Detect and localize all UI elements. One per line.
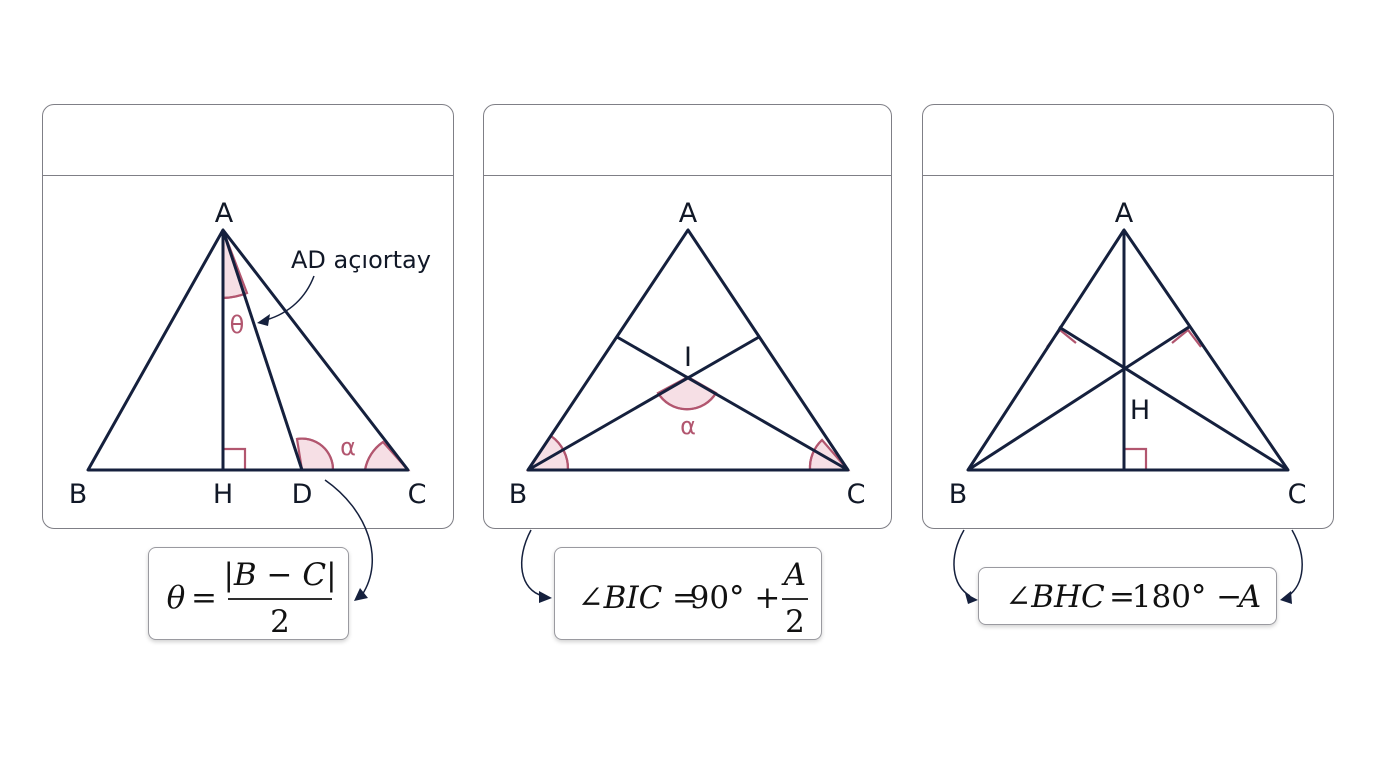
formula-3: ∠BHC = 180° − A <box>1005 579 1261 615</box>
formula1-numerator: |B − C| <box>223 557 336 593</box>
annotation-arrowhead <box>257 314 270 326</box>
formula3-rhs: 180° − <box>1132 579 1243 615</box>
panel-orthocenter <box>922 104 1334 529</box>
triangle-abc-1 <box>86 228 410 472</box>
vertex-label-a3: A <box>1115 198 1134 229</box>
angle-arc-adc <box>296 437 335 471</box>
vertex-label-h: H <box>213 479 233 510</box>
vertex-label-a: A <box>215 198 234 229</box>
panel-header <box>484 105 891 176</box>
vertex-label-b3: B <box>949 479 968 510</box>
connector-arrow-3a <box>953 529 971 597</box>
angle-arc-c <box>363 441 384 471</box>
altitude-b <box>967 325 1190 472</box>
formula1-denominator: 2 <box>270 604 290 640</box>
vertex-label-i: I <box>684 342 692 373</box>
formula2-numerator: A <box>781 557 806 593</box>
vertex-label-c3: C <box>1288 479 1307 510</box>
formula1-lhs: θ <box>167 580 186 616</box>
formula-box-bic <box>554 547 822 640</box>
right-angle-mark-h3 <box>1124 447 1148 470</box>
bisector-ad <box>221 229 304 471</box>
formula-2: ∠BIC = 90° + A 2 <box>578 557 808 640</box>
panel-header <box>43 105 453 176</box>
formula2-eq: = <box>672 580 698 616</box>
formula2-rhs: 90° + <box>690 580 781 616</box>
panel-header <box>923 105 1333 176</box>
angle-label-alpha: α <box>340 433 356 461</box>
formula2-lhs: ∠BIC <box>578 580 663 616</box>
vertex-label-b: B <box>69 479 88 510</box>
angle-mark-bic <box>656 375 718 411</box>
vertex-label-h3: H <box>1130 395 1150 426</box>
angle-arc-bic <box>657 392 717 411</box>
connector-arrow-1 <box>324 479 374 596</box>
triangle-1: A B H D C θ α AD açıortay <box>69 198 431 601</box>
vertex-label-c2: C <box>847 479 866 510</box>
formula3-lhs: ∠BHC <box>1005 579 1105 615</box>
formula-1: θ = |B − C| 2 <box>167 557 337 640</box>
connector-arrowhead-1 <box>354 588 368 601</box>
right-angle-mark-ab <box>1171 328 1202 348</box>
bisector-b <box>527 335 760 472</box>
connector-arrow-3b <box>1287 529 1303 597</box>
vertex-label-a2: A <box>679 198 698 229</box>
connector-arrowhead-3b <box>1280 591 1292 604</box>
triangle-abc-3 <box>966 228 1290 472</box>
connector-arrowhead-3a <box>965 593 978 604</box>
connector-arrowhead-2 <box>539 591 552 603</box>
vertex-label-d: D <box>292 479 313 510</box>
vertex-label-b2: B <box>509 479 528 510</box>
formula3-tail: A <box>1236 579 1261 615</box>
formula-box-theta <box>148 547 349 640</box>
triangle-2: A B C I α <box>509 198 866 603</box>
altitude-c <box>1058 325 1289 472</box>
formula-box-bhc <box>978 567 1277 625</box>
annotation-arrow <box>265 275 315 321</box>
triangle-abc-2 <box>526 228 850 472</box>
bisector-c <box>616 335 849 472</box>
angle-mark-adc <box>295 437 335 472</box>
formula2-denominator: 2 <box>785 604 805 640</box>
formula3-eq: = <box>1109 579 1135 615</box>
angle-arc-c2 <box>808 439 823 471</box>
triangle-3: A B C H <box>949 198 1307 604</box>
annotation-ad-bisector: AD açıortay <box>291 246 431 274</box>
angle-label-alpha2: α <box>680 412 696 440</box>
connector-arrow-2 <box>520 529 544 597</box>
right-angle-mark-h <box>223 447 247 470</box>
vertex-label-c: C <box>408 479 427 510</box>
formula1-eq: = <box>191 580 217 616</box>
angle-mark-c <box>363 440 411 472</box>
angle-label-theta: θ <box>230 311 245 339</box>
